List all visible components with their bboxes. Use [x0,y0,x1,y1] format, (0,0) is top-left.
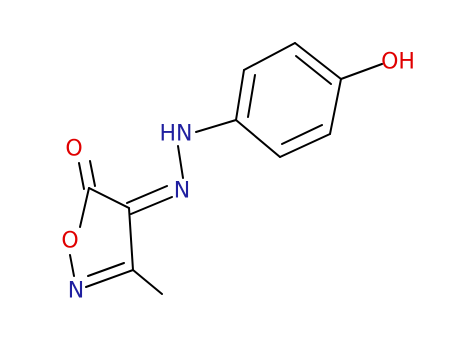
bond-n-c4-second [126,185,168,204]
bond-layer [69,42,383,295]
bond-c5-carbonyl-o [78,162,85,190]
bond-n2-c3 [85,269,134,288]
bond-ring-c3-c4-inner [295,55,332,85]
bond-c3-c4 [128,207,134,271]
bond-c3-methyl [132,269,163,295]
atom-hydrazone-nh-label: HN [160,122,193,147]
bond-ring-c2-c3 [243,42,296,71]
bond-o1-n2 [69,254,75,277]
atom-hydrazone-n-label: N [174,179,190,204]
atom-carbonyl-o-label: O [65,137,82,162]
bond-ring-c5-c6-inner [281,124,323,145]
bond-ring-c6-c1 [235,119,281,158]
bond-ring-c3-c4 [294,42,342,80]
atom-ring-o-label: O [61,229,78,254]
bond-ring-c4-c5 [329,78,342,135]
atom-hydroxyl-label: OH [381,50,415,75]
bond-c-nh [195,119,237,133]
bond-ring-c1-c2 [235,69,245,121]
atom-label-layer: OH HN N O O N [61,50,415,304]
bond-c4-c5 [88,187,130,209]
bond-ring-c1-c2-inner [247,74,256,118]
bond-c5-o1 [79,187,90,228]
bond-ring-c5-c6 [279,133,331,158]
bond-c-oh [340,63,383,80]
atom-ring-n-label: N [68,279,84,304]
bond-nh-n [177,145,184,179]
bond-c5-carbonyl-o-second [89,160,96,187]
bond-n-c4 [130,196,173,215]
bond-n2-c3-second [87,262,125,277]
